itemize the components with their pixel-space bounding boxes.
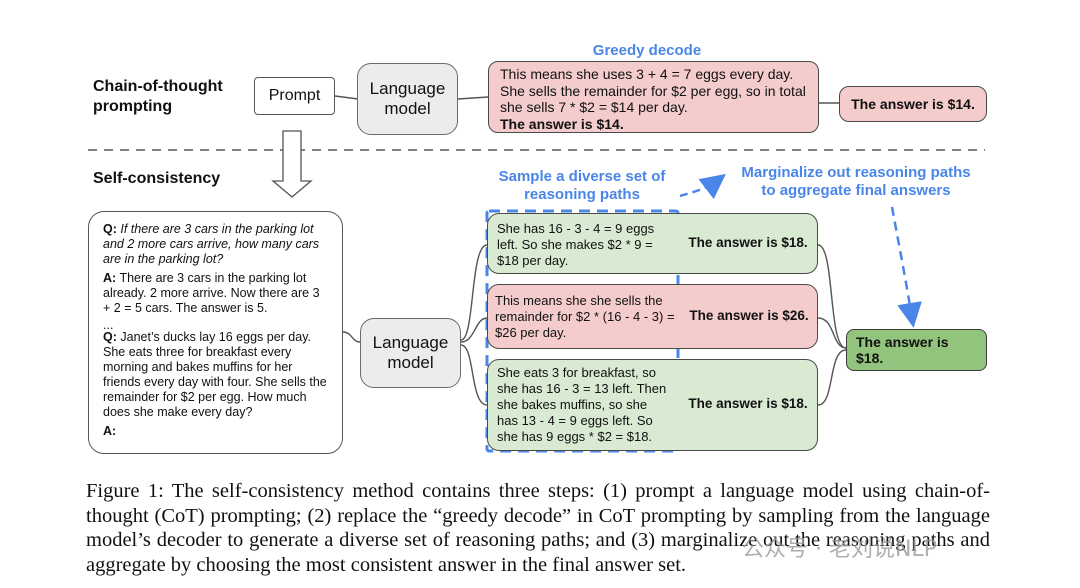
prompt-to-lm-connector xyxy=(342,331,361,343)
cot-label-line2: prompting xyxy=(93,98,173,115)
prompt-q1-label: Q: xyxy=(103,222,117,236)
greedy-decode-title: Greedy decode xyxy=(592,42,702,59)
figure-caption: Figure 1: The self-consistency method co… xyxy=(86,480,990,576)
prompt-a1: A: There are 3 cars in the parking lot a… xyxy=(103,271,328,316)
marginalize-line2: to aggregate final answers xyxy=(761,182,951,199)
path-1-text: She has 16 - 3 - 4 = 9 eggs left. So she… xyxy=(497,221,655,268)
sc-language-model-box: Language model xyxy=(360,318,461,388)
cot-prompt-label: Prompt xyxy=(268,86,321,104)
cot-section-label: Chain-of-thought prompting xyxy=(93,77,223,117)
greedy-decode-text: This means she uses 3 + 4 = 7 eggs every… xyxy=(500,66,806,115)
prompt-ellipsis: ... xyxy=(103,318,114,332)
cot-lm-line1: Language xyxy=(369,79,446,98)
cot-lm-line2: model xyxy=(384,99,431,118)
watermark: 公众号 · 老刘说NLP xyxy=(742,537,937,562)
marginalize-curve-arrow xyxy=(679,173,726,200)
prompt-a2: A: xyxy=(103,424,328,439)
down-arrow xyxy=(271,130,313,198)
sc-lm-line2: model xyxy=(387,353,434,372)
prompt-a1-label: A: xyxy=(103,271,117,285)
cot-label-line1: Chain-of-thought xyxy=(93,78,223,95)
path-2-answer: The answer is $26. xyxy=(689,307,809,323)
path-3-answer: The answer is $18. xyxy=(688,396,808,412)
fanin-connectors xyxy=(817,244,847,406)
prompt-q2-text: Janet’s ducks lay 16 eggs per day. She e… xyxy=(103,330,327,419)
cot-language-model-box: Language model xyxy=(357,63,458,135)
reasoning-path-1: She has 16 - 3 - 4 = 9 eggs left. So she… xyxy=(487,213,818,274)
prompt-q2: Q: Janet’s ducks lay 16 eggs per day. Sh… xyxy=(103,330,328,420)
marginalize-down-arrow xyxy=(890,206,922,328)
greedy-decode-answer: The answer is $14. xyxy=(500,115,624,132)
sc-final-answer: The answer is $18. xyxy=(846,329,987,371)
prompt-a2-label: A: xyxy=(103,424,117,438)
greedy-decode-box: This means she uses 3 + 4 = 7 eggs every… xyxy=(488,61,819,133)
sample-paths-title: Sample a diverse set of reasoning paths xyxy=(486,168,678,204)
cot-final-answer: The answer is $14. xyxy=(839,86,987,122)
sample-title-line1: Sample a diverse set of xyxy=(498,168,666,185)
prompt-q2-label: Q: xyxy=(103,330,117,344)
marginalize-title: Marginalize out reasoning paths to aggre… xyxy=(722,164,990,200)
prompt-a1-text: There are 3 cars in the parking lot alre… xyxy=(103,271,320,315)
path-1-answer: The answer is $18. xyxy=(688,234,808,250)
marginalize-line1: Marginalize out reasoning paths xyxy=(741,164,971,181)
sc-prompt-box: Q: If there are 3 cars in the parking lo… xyxy=(88,211,343,454)
lm-fanout-connectors xyxy=(460,244,488,406)
reasoning-path-3: She eats 3 for breakfast, so she has 16 … xyxy=(487,359,818,451)
path-2-text: This means she she sells the remainder f… xyxy=(495,293,675,340)
sample-title-line2: reasoning paths xyxy=(524,186,640,203)
prompt-q1-text: If there are 3 cars in the parking lot a… xyxy=(103,222,320,266)
path-3-text: She eats 3 for breakfast, so she has 16 … xyxy=(497,365,667,444)
sc-lm-line1: Language xyxy=(372,333,449,352)
reasoning-path-2: This means she she sells the remainder f… xyxy=(487,284,818,349)
top-connectors xyxy=(334,95,839,104)
prompt-q1: Q: If there are 3 cars in the parking lo… xyxy=(103,222,328,267)
sc-section-label: Self-consistency xyxy=(93,170,221,187)
cot-prompt-box: Prompt xyxy=(254,77,335,115)
